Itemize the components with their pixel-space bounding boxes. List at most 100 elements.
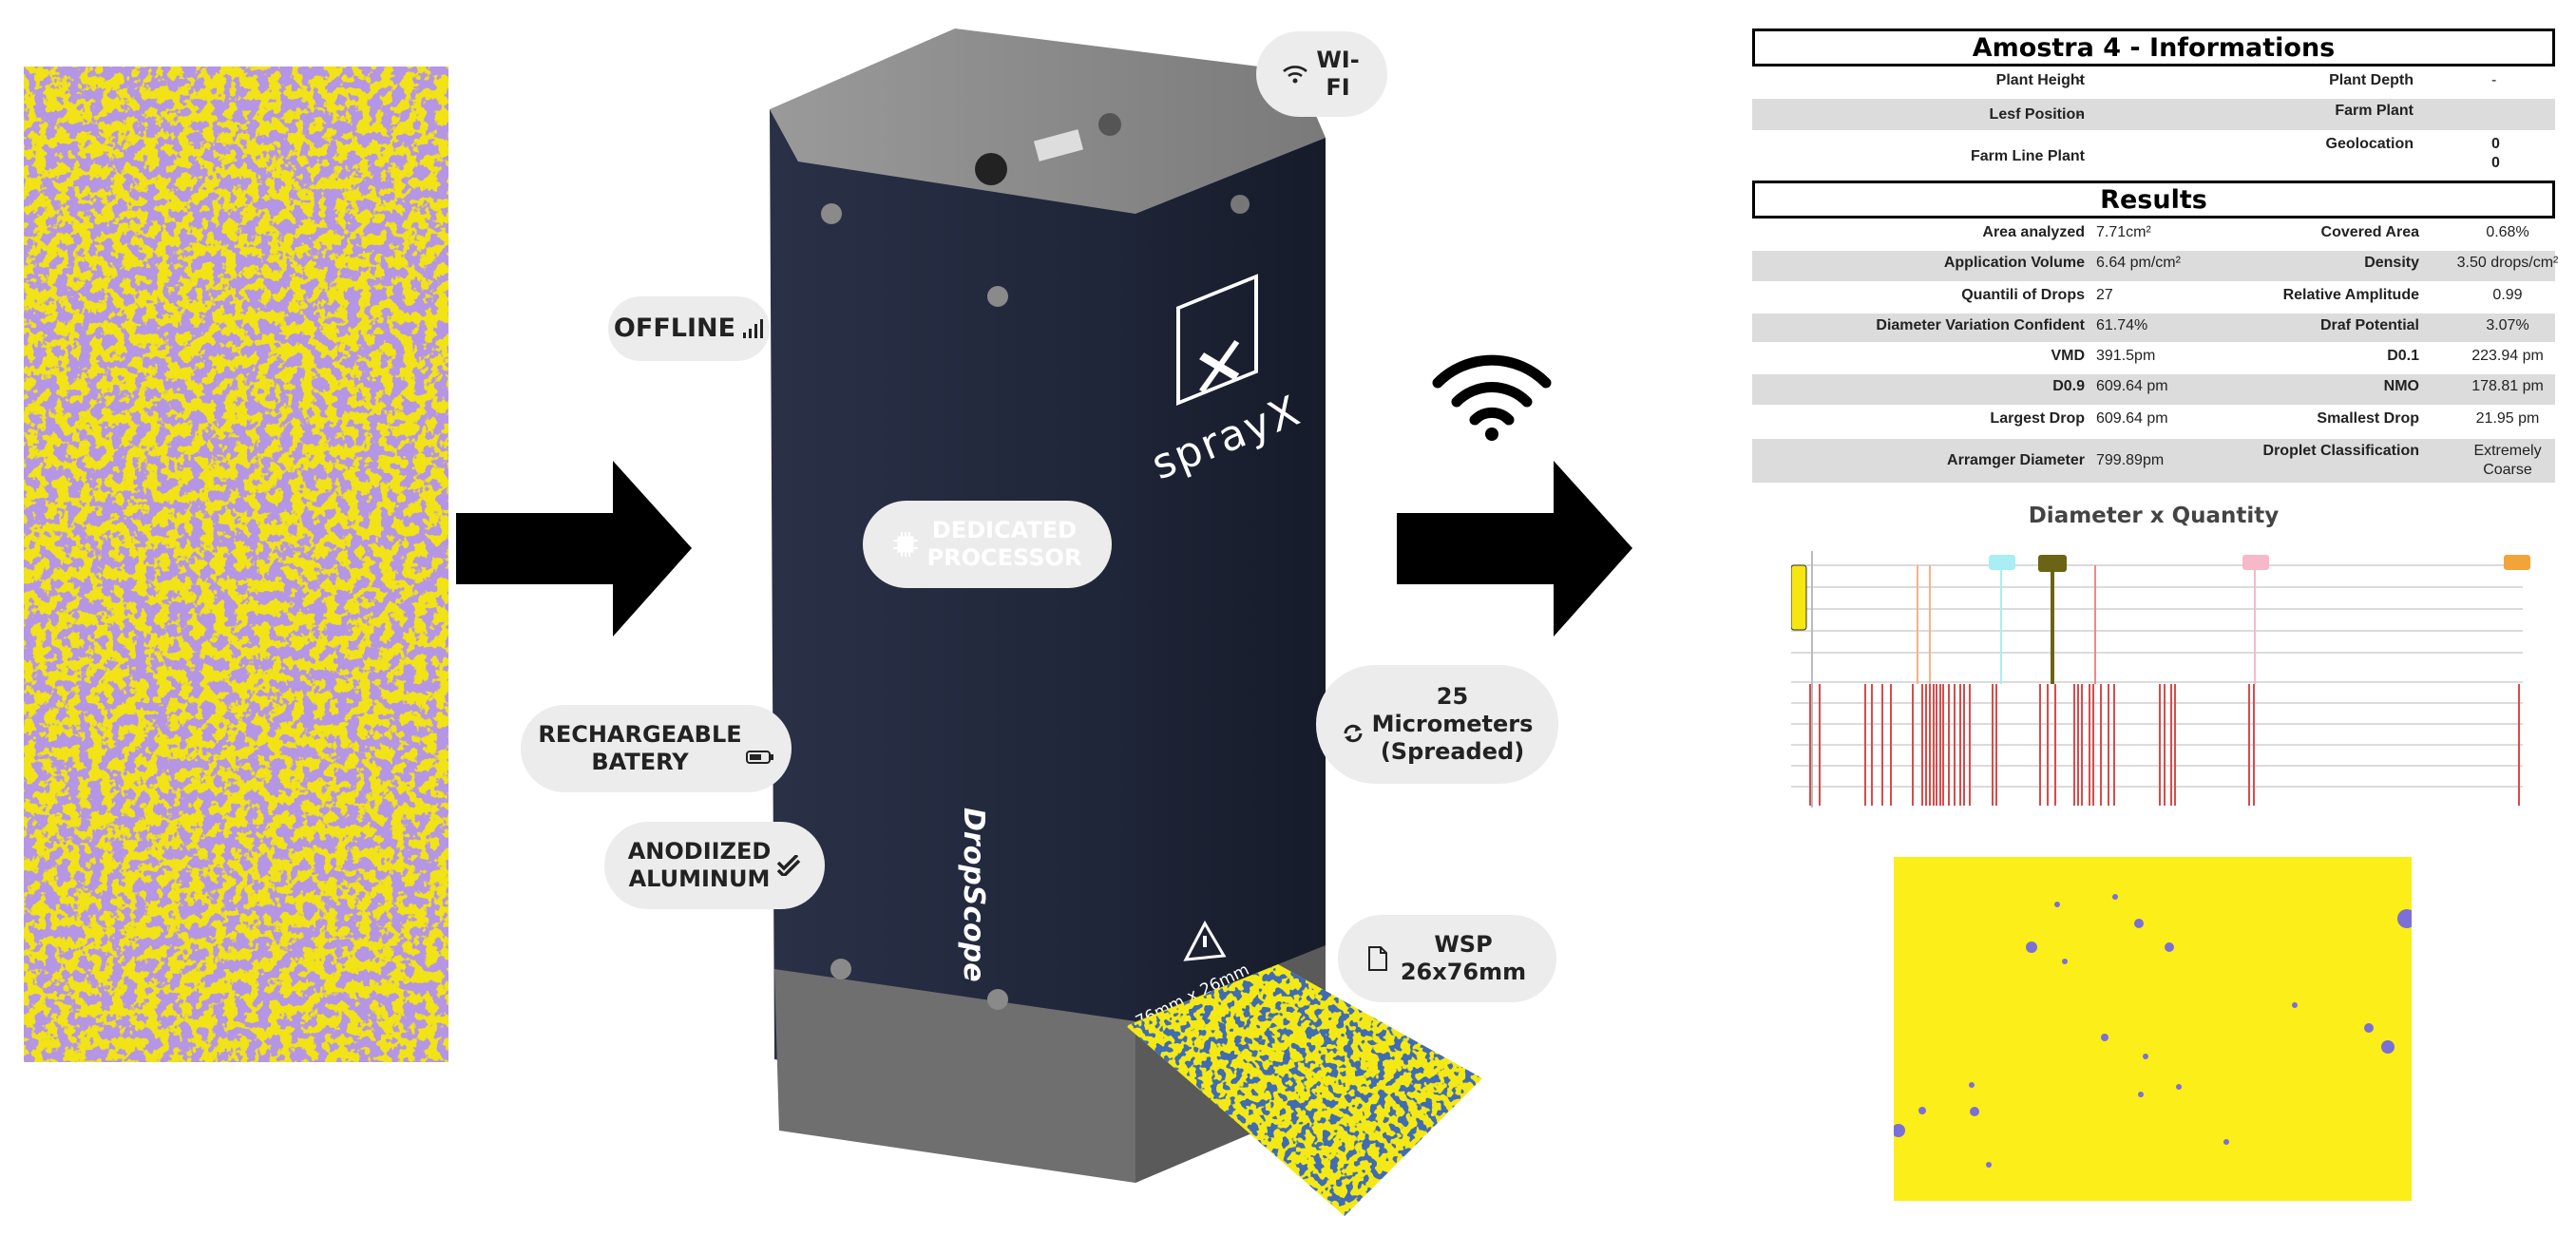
- wsp-label-line1: WSP: [1434, 931, 1493, 959]
- results-label: Arramger Diameter: [1947, 452, 2085, 468]
- battery-icon: [745, 751, 774, 764]
- results-value: 7.71cm²: [2096, 224, 2151, 240]
- info-title: Amostra 4 - Informations: [1752, 29, 2555, 67]
- droplet: [2101, 1034, 2109, 1041]
- results-value: 0.99: [2492, 287, 2523, 303]
- info-value: 0: [2491, 136, 2500, 152]
- chart-marker: [2242, 555, 2269, 570]
- info-label: Lesf Position: [1989, 106, 2085, 123]
- droplet: [2397, 909, 2412, 928]
- results-label: Covered Area: [2320, 224, 2419, 240]
- results-value: Coarse: [2483, 462, 2532, 478]
- diameter-quantity-chart: [1791, 551, 2530, 808]
- device-side-brand: DropScope: [957, 808, 990, 982]
- results-value: 3.07%: [2486, 317, 2529, 333]
- wifi-icon: [1432, 354, 1552, 441]
- results-row-bg: [1752, 374, 2555, 405]
- results-value: 0.68%: [2486, 224, 2529, 240]
- droplet: [2176, 1084, 2182, 1090]
- droplet: [2223, 1139, 2229, 1145]
- results-label: Area analyzed: [1982, 224, 2085, 240]
- micrometers-label-line2: Micrometers: [1371, 711, 1534, 738]
- info-value: -: [2491, 72, 2497, 88]
- sync-icon: [1342, 722, 1364, 745]
- results-value: 223.94 pm: [2471, 348, 2544, 364]
- results-value: 799.89pm: [2096, 452, 2165, 468]
- chart-marker: [1989, 555, 2015, 570]
- processor-label-line2: PROCESSOR: [926, 544, 1082, 571]
- results-row-bg: [1752, 314, 2555, 342]
- droplet: [1986, 1162, 1992, 1168]
- results-value: 609.64 pm: [2096, 378, 2168, 394]
- results-label: Application Volume: [1943, 255, 2085, 271]
- results-value: 609.64 pm: [2096, 410, 2168, 427]
- wifi-label: WI-FI: [1316, 47, 1360, 101]
- info-label: Farm Line Plant: [1970, 148, 2085, 164]
- wifi-small-icon: [1282, 64, 1308, 85]
- droplet: [2054, 902, 2060, 907]
- results-value: 178.81 pm: [2471, 378, 2544, 394]
- battery-feature-pill: RECHARGEABLE BATERY: [521, 705, 792, 792]
- signal-bars-icon: [743, 319, 764, 338]
- scanned-spray-paper: [24, 67, 448, 1062]
- results-label: Quantili of Drops: [1961, 287, 2085, 303]
- droplet: [2112, 894, 2118, 900]
- offline-feature-pill: OFFLINE: [608, 296, 770, 361]
- offline-label: OFFLINE: [613, 313, 736, 343]
- aluminum-label-line2: ALUMINUM: [628, 865, 771, 892]
- results-label: Largest Drop: [1990, 410, 2085, 427]
- micrometers-label-line3: (Spreaded): [1380, 737, 1525, 765]
- droplet: [2292, 1002, 2298, 1008]
- results-label: D0.9: [2052, 378, 2085, 394]
- results-label: Density: [2364, 255, 2419, 271]
- results-value: Extremely: [2473, 443, 2542, 459]
- info-row-bg: [1752, 99, 2555, 130]
- info-label: Geolocation: [2325, 136, 2414, 152]
- results-label: Droplet Classification: [2262, 443, 2419, 459]
- wsp-feature-pill: WSP 26x76mm: [1338, 915, 1556, 1002]
- micrometers-label-line1: 25: [1436, 683, 1469, 711]
- droplet: [2364, 1023, 2374, 1033]
- chart-marker: [2504, 555, 2530, 570]
- chart-marker: [2038, 555, 2067, 572]
- results-value: 27: [2096, 287, 2113, 303]
- aluminum-feature-pill: ANODIIZED ALUMINUM: [604, 822, 825, 909]
- results-title: Results: [1752, 181, 2555, 219]
- results-label: D0.1: [2387, 348, 2419, 364]
- results-row-bg: [1752, 251, 2555, 281]
- results-label: Diameter Variation Confident: [1876, 317, 2085, 333]
- results-label: NMO: [2383, 378, 2419, 394]
- results-value: 391.5pm: [2096, 348, 2156, 364]
- arrow-right-icon: [456, 461, 692, 637]
- chart-title: Diameter x Quantity: [2028, 504, 2280, 528]
- results-value: 6.64 pm/cm²: [2096, 255, 2181, 271]
- droplet: [1894, 1124, 1905, 1137]
- droplet: [1918, 1107, 1926, 1114]
- droplet: [2062, 959, 2068, 964]
- results-label: Draf Potential: [2319, 317, 2419, 333]
- double-check-icon: [776, 855, 801, 876]
- document-icon: [1367, 946, 1387, 971]
- processor-label-line1: DEDICATED: [931, 517, 1078, 544]
- processor-feature-pill: DEDICATED PROCESSOR: [863, 501, 1112, 588]
- info-label: Plant Depth: [2329, 72, 2414, 88]
- wsp-slide: [1126, 964, 1482, 1216]
- results-label: Relative Amplitude: [2282, 287, 2419, 303]
- info-value: 0: [2491, 155, 2500, 171]
- battery-label-line1: RECHARGEABLE: [538, 721, 742, 749]
- results-label: Smallest Drop: [2317, 410, 2419, 427]
- sample-background: [1894, 857, 2412, 1201]
- info-value: -: [2077, 72, 2083, 88]
- results-value: 21.95 pm: [2475, 410, 2540, 427]
- droplet: [1970, 1107, 1979, 1116]
- info-value: -: [2077, 106, 2083, 123]
- droplet: [2143, 1054, 2148, 1059]
- micrometers-feature-pill: 25 Micrometers (Spreaded): [1316, 665, 1558, 784]
- wifi-feature-pill: WI-FI: [1256, 31, 1387, 117]
- results-value: 61.74%: [2096, 317, 2148, 333]
- battery-label-line2: BATERY: [591, 749, 689, 775]
- info-label: Farm Plant: [2335, 103, 2414, 119]
- droplet: [2381, 1040, 2395, 1054]
- results-row-bg: [1752, 439, 2555, 483]
- droplet: [2138, 1092, 2144, 1097]
